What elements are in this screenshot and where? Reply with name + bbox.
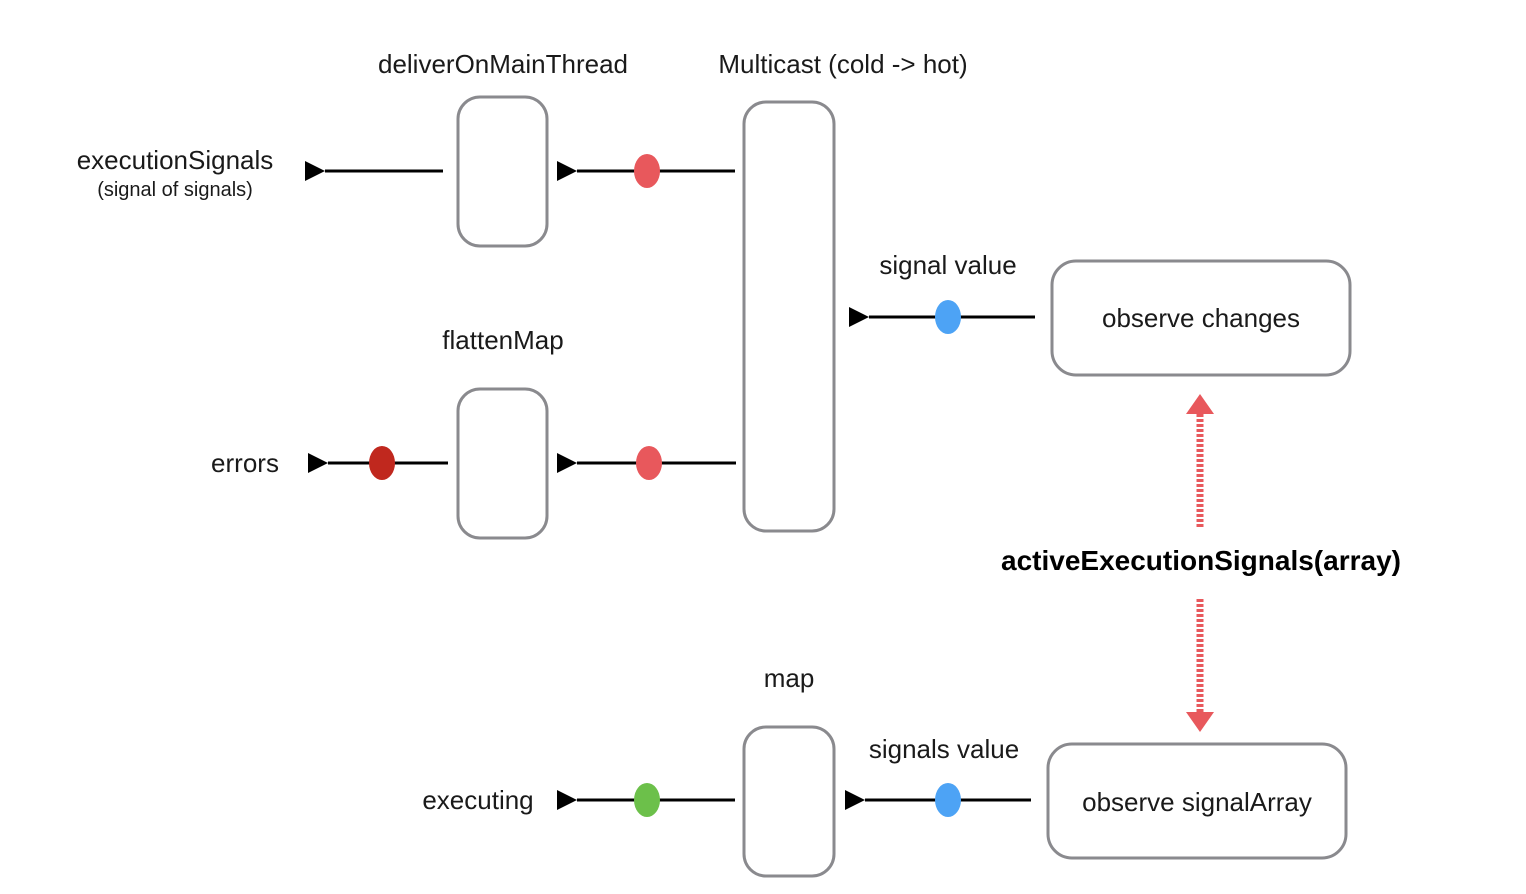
signals-value-label: signals value	[869, 734, 1019, 764]
dark-red-dot	[369, 446, 395, 480]
active-execution-signals-label: activeExecutionSignals(array)	[1001, 545, 1401, 576]
signal-value-label: signal value	[879, 250, 1016, 280]
blue-dot	[935, 300, 961, 334]
observe-changes-box	[1050, 259, 1352, 377]
green-dot	[634, 783, 660, 817]
observe-signal-array-box	[1046, 742, 1348, 860]
execution-signals-label: executionSignals	[77, 145, 274, 175]
flatten-map-label: flattenMap	[442, 325, 563, 355]
multicast-box	[742, 100, 836, 533]
dashed-arrow-down	[1186, 599, 1214, 732]
observe-changes-label: observe changes	[1102, 303, 1300, 333]
flatten-map-box	[456, 387, 549, 540]
blue-dot	[935, 783, 961, 817]
map-label: map	[764, 663, 815, 693]
deliver-on-main-thread-box	[456, 95, 549, 248]
red-dot	[634, 154, 660, 188]
errors-label: errors	[211, 448, 279, 478]
observe-signal-array-label: observe signalArray	[1082, 787, 1312, 817]
dashed-arrow-up	[1186, 394, 1214, 527]
map-box	[742, 725, 836, 878]
execution-signals-sublabel: (signal of signals)	[97, 179, 253, 201]
executing-label: executing	[422, 785, 533, 815]
red-dot	[636, 446, 662, 480]
deliver-on-main-thread-label: deliverOnMainThread	[378, 49, 628, 79]
multicast-label: Multicast (cold -> hot)	[718, 49, 967, 79]
